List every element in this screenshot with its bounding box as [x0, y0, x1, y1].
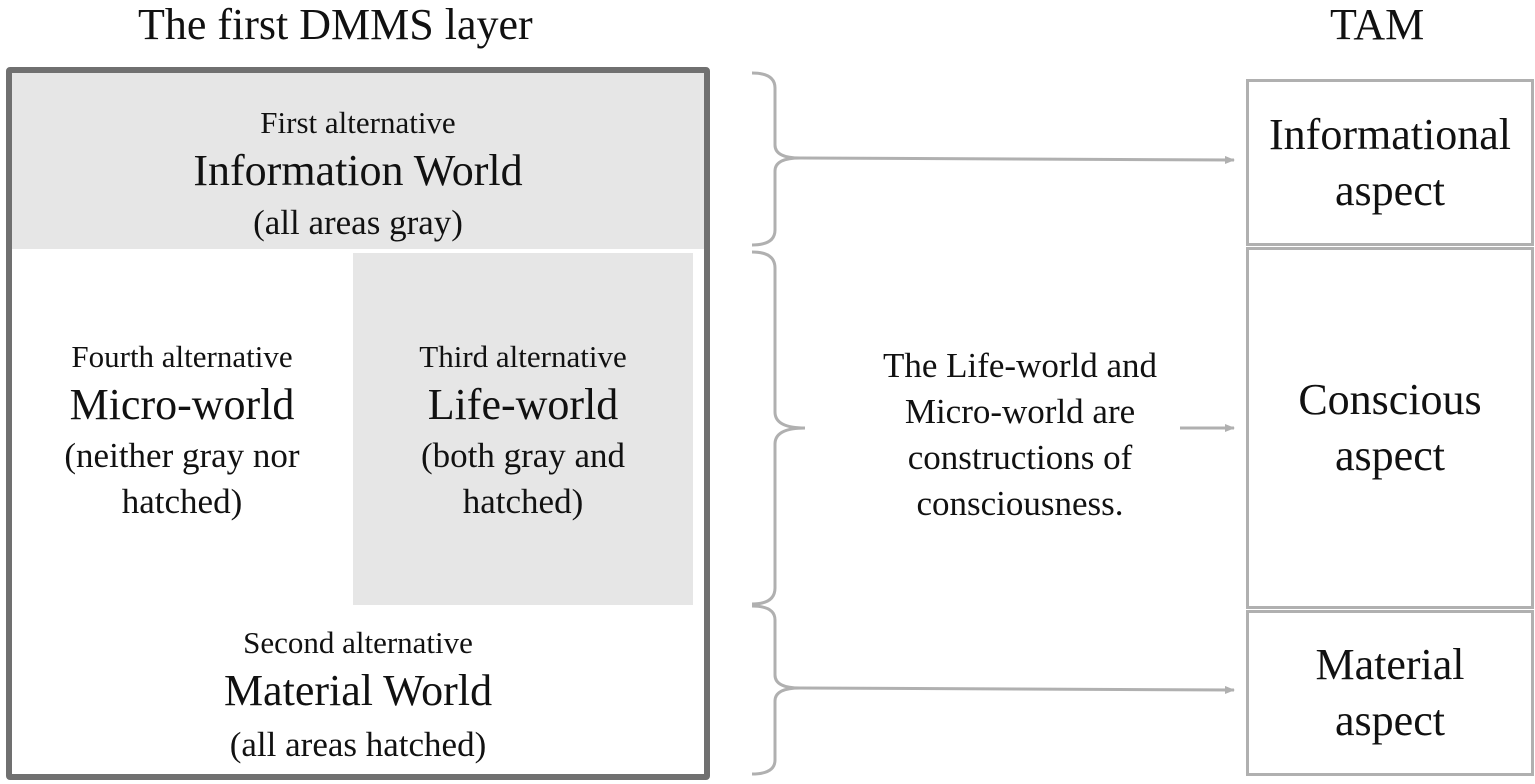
micro-world-name: Micro-world — [69, 380, 295, 429]
brace-conscious — [751, 250, 806, 606]
informational-line-1: Informational — [1269, 109, 1511, 159]
arrow-informational — [799, 155, 1235, 164]
material-alt-label: Second alternative — [243, 625, 473, 660]
material-line-1: Material — [1315, 640, 1465, 689]
life-world-region: Third alternative Life-world (both gray … — [353, 253, 693, 605]
life-world-name: Life-world — [427, 380, 619, 429]
dmms-layer-box: First alternative Information World (all… — [6, 67, 710, 780]
information-alt-label: First alternative — [260, 105, 456, 140]
micro-world-region: Fourth alternative Micro-world (neither … — [12, 249, 352, 601]
arrow-material — [799, 685, 1235, 694]
material-world-name: Material World — [223, 666, 493, 715]
life-world-desc-2: hatched) — [462, 482, 584, 521]
information-world-desc: (all areas gray) — [253, 203, 463, 242]
tam-conscious-box: Conscious aspect — [1246, 247, 1534, 609]
consciousness-note: The Life-world and Micro-world are const… — [800, 343, 1240, 527]
material-line-2: aspect — [1335, 696, 1445, 745]
micro-world-desc-2: hatched) — [121, 482, 243, 521]
material-world-region: Second alternative Material World (all a… — [12, 617, 704, 774]
micro-world-desc-1: (neither gray nor — [64, 436, 300, 475]
tam-informational-box: Informational aspect — [1246, 79, 1534, 246]
note-line-3: constructions of — [907, 438, 1133, 477]
micro-alt-label: Fourth alternative — [71, 339, 293, 374]
information-world-region: First alternative Information World (all… — [12, 73, 704, 249]
material-world-desc: (all areas hatched) — [229, 725, 487, 764]
note-line-4: consciousness. — [916, 484, 1124, 523]
tam-material-box: Material aspect — [1246, 610, 1534, 776]
brace-material — [751, 604, 801, 776]
note-line-2: Micro-world are — [904, 392, 1136, 431]
conscious-line-2: aspect — [1335, 431, 1445, 480]
life-alt-label: Third alternative — [419, 339, 627, 374]
tam-title: TAM — [1330, 0, 1425, 49]
layer-title: The first DMMS layer — [138, 0, 533, 49]
note-line-1: The Life-world and — [882, 346, 1158, 385]
information-world-name: Information World — [193, 146, 523, 195]
conscious-line-1: Conscious — [1298, 375, 1482, 424]
informational-line-2: aspect — [1335, 165, 1445, 215]
brace-informational — [751, 71, 801, 247]
life-world-desc-1: (both gray and — [420, 436, 626, 475]
